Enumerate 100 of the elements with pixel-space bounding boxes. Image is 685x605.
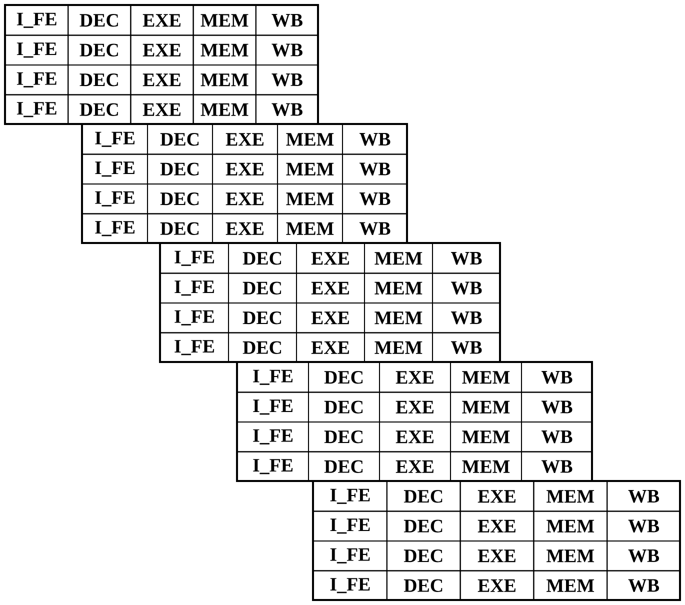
table-cell: EXE <box>460 510 534 542</box>
table-cell: WB <box>342 184 408 214</box>
table-cell: EXE <box>212 124 278 155</box>
table-cell: WB <box>521 362 593 393</box>
table-cell: MEM <box>192 64 256 96</box>
table-cell: I_FE <box>5 34 69 66</box>
table-cell: WB <box>342 124 408 155</box>
table-cell: DEC <box>147 213 213 244</box>
table-cell: MEM <box>450 451 522 482</box>
table-cell: DEC <box>228 272 297 304</box>
table-cell: WB <box>342 154 408 184</box>
table-cell: EXE <box>212 213 278 244</box>
table-cell: DEC <box>308 451 380 482</box>
table-cell: WB <box>521 392 593 422</box>
table-cell: I_FE <box>82 213 148 244</box>
table-cell: I_FE <box>5 94 69 125</box>
table-cell: MEM <box>533 540 608 572</box>
table-cell: I_FE <box>160 332 229 363</box>
table-cell: DEC <box>228 243 297 274</box>
table-cell: DEC <box>308 362 380 393</box>
table-cell: MEM <box>192 34 256 66</box>
table-cell: MEM <box>277 124 343 155</box>
table-cell: EXE <box>296 243 365 274</box>
table-cell: DEC <box>308 422 380 452</box>
table-cell: I_FE <box>313 510 388 542</box>
table-cell: I_FE <box>237 392 309 422</box>
table-cell: MEM <box>364 332 433 363</box>
table-cell: WB <box>432 332 501 363</box>
table-cell: EXE <box>460 540 534 572</box>
table-cell: DEC <box>68 94 132 125</box>
table-cell: EXE <box>379 451 451 482</box>
table-cell: WB <box>432 243 501 274</box>
table-cell: EXE <box>379 362 451 393</box>
table-cell: MEM <box>192 94 256 125</box>
table-cell: EXE <box>130 64 194 96</box>
table-cell: WB <box>255 5 319 36</box>
table-cell: WB <box>255 94 319 125</box>
table-cell: DEC <box>68 5 132 36</box>
table-cell: MEM <box>364 302 433 334</box>
table-cell: WB <box>606 540 681 572</box>
table-cell: EXE <box>296 302 365 334</box>
table-cell: MEM <box>277 184 343 214</box>
table-cell: DEC <box>147 124 213 155</box>
table-cell: I_FE <box>160 272 229 304</box>
table-cell: WB <box>432 272 501 304</box>
table-cell: EXE <box>296 272 365 304</box>
table-cell: DEC <box>386 510 461 542</box>
table-cell: WB <box>255 34 319 66</box>
table-cell: MEM <box>364 243 433 274</box>
table-cell: DEC <box>386 540 461 572</box>
table-cell: WB <box>606 510 681 542</box>
table-cell: DEC <box>68 34 132 66</box>
table-cell: MEM <box>533 481 608 512</box>
table-cell: MEM <box>277 154 343 184</box>
table-cell: EXE <box>296 332 365 363</box>
table-cell: MEM <box>277 213 343 244</box>
table-cell: EXE <box>379 392 451 422</box>
table-cell: EXE <box>130 34 194 66</box>
table-cell: EXE <box>212 154 278 184</box>
table-cell: MEM <box>192 5 256 36</box>
table-cell: MEM <box>450 362 522 393</box>
table-cell: DEC <box>68 64 132 96</box>
label: I_FE <box>174 250 214 266</box>
table-cell: WB <box>521 422 593 452</box>
table-cell: DEC <box>228 302 297 334</box>
table-cell: DEC <box>386 570 461 601</box>
table-cell: DEC <box>308 392 380 422</box>
table-cell: WB <box>606 570 681 601</box>
table-cell: MEM <box>450 422 522 452</box>
table-cell: EXE <box>212 184 278 214</box>
table-cell: EXE <box>130 5 194 36</box>
table-cell: MEM <box>364 272 433 304</box>
table-cell: I_FE <box>160 302 229 334</box>
table-cell: I_FE <box>237 451 309 482</box>
table-cell: WB <box>521 451 593 482</box>
label: I_FE <box>330 488 370 504</box>
label: I_FE <box>253 370 293 385</box>
table-cell: EXE <box>130 94 194 125</box>
table-cell: EXE <box>379 422 451 452</box>
table-cell: DEC <box>147 154 213 184</box>
label: I_FE <box>16 12 56 28</box>
table-cell: DEC <box>228 332 297 363</box>
table-cell: MEM <box>533 510 608 542</box>
table-cell: WB <box>432 302 501 334</box>
table-cell: I_FE <box>313 570 388 601</box>
table-cell: EXE <box>460 570 534 601</box>
table-cell: WB <box>255 64 319 96</box>
table-cell: MEM <box>533 570 608 601</box>
table-cell: I_FE <box>82 154 148 184</box>
table-cell: I_FE <box>5 64 69 96</box>
table-cell: WB <box>342 213 408 244</box>
table-cell: DEC <box>386 481 461 512</box>
table-cell: DEC <box>147 184 213 214</box>
table-cell: WB <box>606 481 681 512</box>
table-cell: MEM <box>450 392 522 422</box>
table-cell: I_FE <box>82 184 148 214</box>
label: I_FE <box>95 132 135 147</box>
table-cell: I_FE <box>313 540 388 572</box>
table-cell: I_FE <box>237 422 309 452</box>
table-cell: EXE <box>460 481 534 512</box>
